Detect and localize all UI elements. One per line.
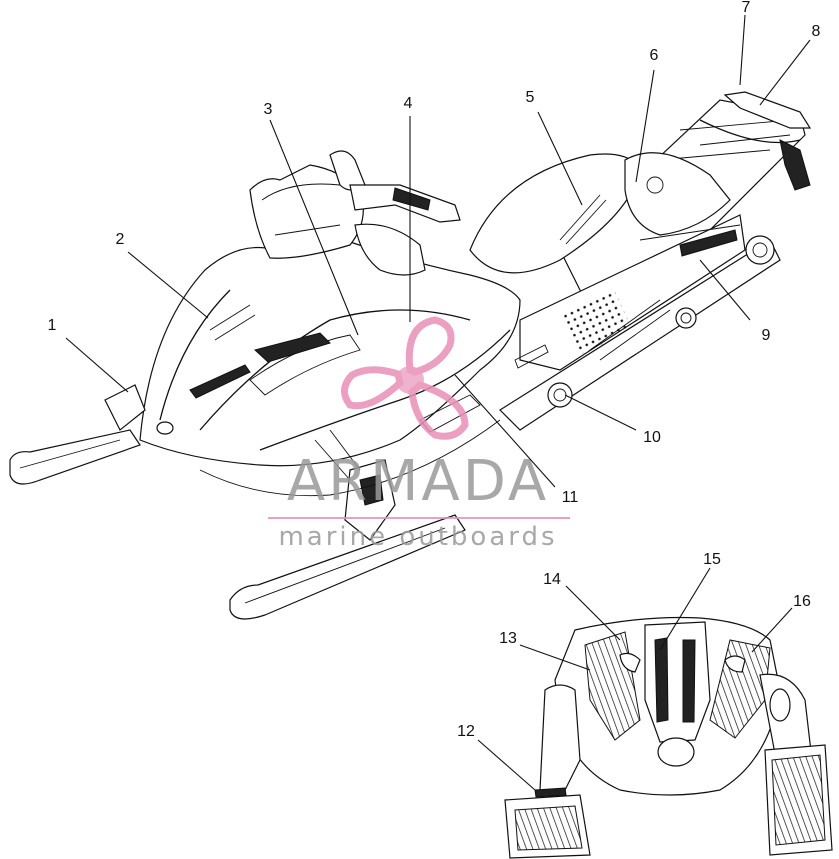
watermark-subtitle: marine outboards: [278, 522, 557, 552]
callout-10: 10: [643, 429, 661, 446]
armada-watermark: ARMADA marine outboards: [268, 316, 570, 552]
callout-3: 3: [264, 101, 273, 118]
callout-15: 15: [703, 551, 721, 568]
callout-6: 6: [650, 47, 659, 64]
snowmobile-main-view: [9, 91, 812, 620]
callout-16: 16: [793, 593, 811, 610]
snowmobile-front-view: [504, 616, 833, 859]
callout-14: 14: [543, 571, 561, 588]
callout-9: 9: [762, 327, 771, 344]
callout-8: 8: [812, 23, 821, 40]
callout-11: 11: [562, 489, 579, 506]
callout-7: 7: [742, 0, 751, 16]
callout-13: 13: [499, 630, 517, 647]
watermark-title: ARMADA: [287, 449, 549, 514]
callout-5: 5: [526, 89, 535, 106]
callout-1: 1: [48, 317, 57, 334]
callout-2: 2: [116, 231, 125, 248]
callout-4: 4: [404, 95, 413, 112]
leader-lines: [65, 14, 811, 791]
callout-numbers: 1 2 3 4 5 6 7 8 9 10 11 12 13 14 15 16: [48, 0, 821, 740]
propeller-logo: [341, 316, 469, 440]
callout-12: 12: [457, 723, 475, 740]
